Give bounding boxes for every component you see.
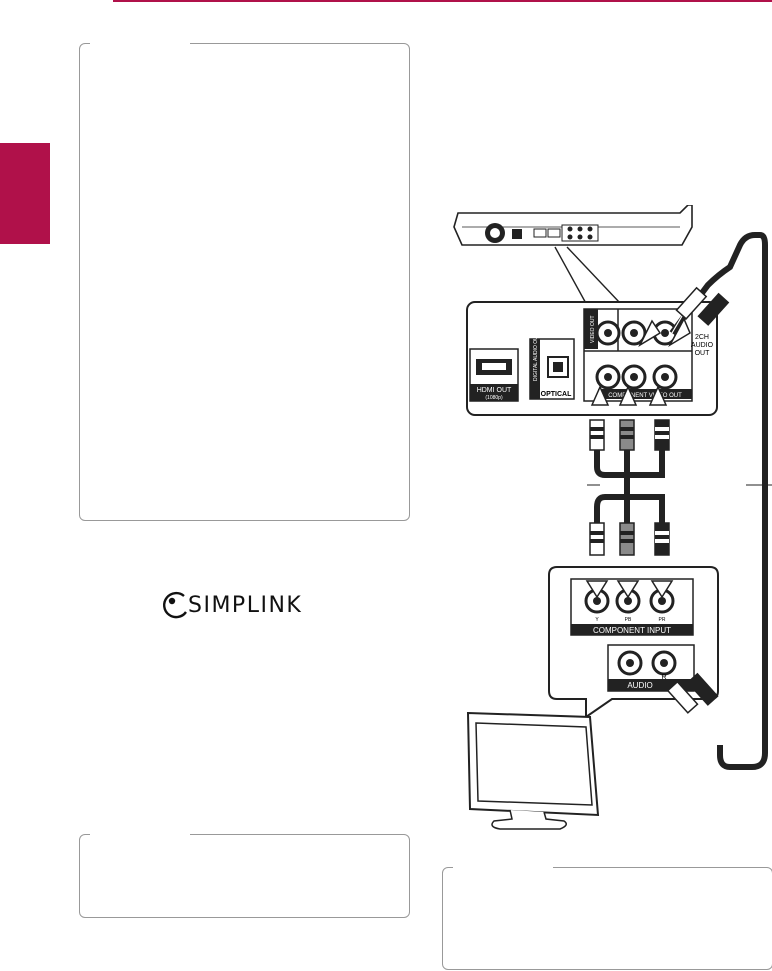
tv-right-label: R <box>661 674 666 681</box>
simplink-logo: SIMPLINK <box>162 590 332 622</box>
tv-y-label: Y <box>595 617 599 623</box>
component-cable-lower <box>589 494 670 556</box>
note-box-2 <box>79 833 410 918</box>
header-rule <box>113 0 772 2</box>
connection-diagram: HDMI OUT (1080p) DIGITAL AUDIO OUT OPTIC… <box>453 205 772 830</box>
tv-pr-label: PR <box>659 617 666 623</box>
audio-cable <box>587 228 772 774</box>
hdmi-sub-label: (1080p) <box>485 395 503 401</box>
component-input-label: COMPONENT INPUT <box>593 626 671 635</box>
optical-label: OPTICAL <box>541 391 572 398</box>
component-out-label: COMPONENT VIDEO OUT <box>608 393 682 399</box>
video-out-label: VIDEO OUT <box>590 315 596 343</box>
tv-back-panel: Y PB PR COMPONENT INPUT AUDIO R <box>548 566 719 719</box>
player-device <box>453 205 693 246</box>
tv-audio-label: AUDIO <box>627 681 652 690</box>
simplink-logo-text: SIMPLINK <box>188 593 303 618</box>
component-cable-upper <box>589 385 670 495</box>
note-box-3 <box>442 866 772 970</box>
section-tab <box>0 143 50 244</box>
digital-audio-label: DIGITAL AUDIO OUT <box>533 333 539 381</box>
tv-pb-label: PB <box>625 617 632 623</box>
hdmi-out-label: HDMI OUT <box>477 387 512 394</box>
note-box-1 <box>79 42 410 521</box>
tv-device <box>466 711 600 830</box>
swirl-dot-icon <box>163 591 187 619</box>
player-back-panel: HDMI OUT (1080p) DIGITAL AUDIO OUT OPTIC… <box>466 301 718 416</box>
